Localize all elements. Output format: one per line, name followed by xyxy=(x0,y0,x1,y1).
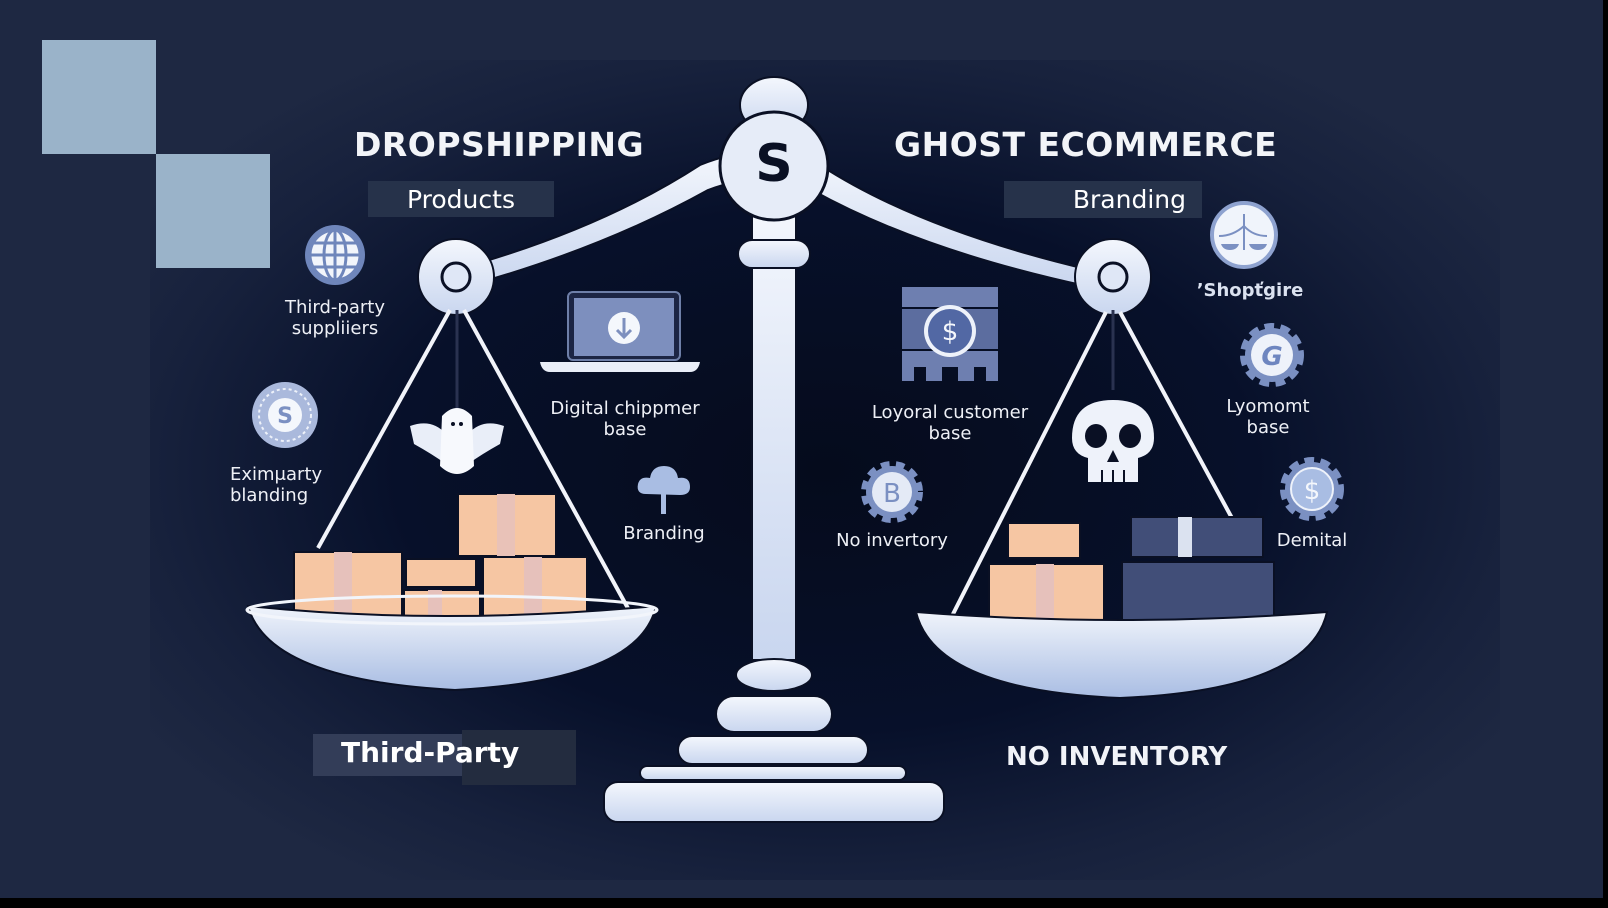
gear-b-icon: B xyxy=(861,461,923,523)
label-third-party-box-a xyxy=(313,734,463,776)
svg-text:S: S xyxy=(277,404,293,429)
title-dropshipping: DROPSHIPPING xyxy=(354,125,645,164)
caption-demital: Demital xyxy=(1276,530,1348,551)
caption-shoptgire: ʼShopťgire xyxy=(1196,280,1304,301)
caption-no-invertory: No invertory xyxy=(836,530,948,551)
svg-text:$: $ xyxy=(1304,476,1321,506)
decorative-square-bottom xyxy=(156,154,270,268)
label-third-party-box-b xyxy=(462,730,576,785)
label-third-party-text: Third-Party xyxy=(341,736,520,769)
label-branding: Branding xyxy=(1004,181,1202,218)
label-products: Products xyxy=(368,181,554,217)
coin-s-icon: S xyxy=(252,382,318,448)
gear-g-icon: G xyxy=(1240,323,1304,387)
gear-dollar-icon: $ xyxy=(1280,457,1344,521)
right-boxes xyxy=(988,516,1275,635)
label-no-inventory: NO INVENTORY xyxy=(1006,742,1228,772)
svg-text:$: $ xyxy=(942,317,959,347)
svg-text:B: B xyxy=(883,479,901,509)
label-branding-text: Branding xyxy=(1072,185,1186,214)
ghost-bird-icon xyxy=(410,408,504,474)
scale-badge-icon xyxy=(1210,201,1278,269)
caption-third-party-suppliers: Third-party suppliiers xyxy=(285,297,385,339)
decorative-square-top xyxy=(42,40,156,154)
center-dollar-emblem: S xyxy=(755,134,793,194)
caption-lyomomt-base: Lyomomt base xyxy=(1226,396,1310,438)
title-ghost-ecommerce: GHOST ECOMMERCE xyxy=(894,125,1278,164)
laptop-download-icon xyxy=(540,291,700,372)
dollar-store-icon: $ xyxy=(902,287,998,381)
label-products-text: Products xyxy=(407,184,515,214)
caption-eximparty-branding: Eximμarty blanding xyxy=(230,464,323,506)
caption-branding-left: Branding xyxy=(623,523,705,544)
globe-icon xyxy=(305,225,365,285)
svg-text:G: G xyxy=(1261,342,1282,372)
cloud-icon xyxy=(637,466,690,514)
caption-loyoral-customer-base: Loyoral customer base xyxy=(871,402,1029,444)
caption-digital-chippmer-base: Digital chippmer base xyxy=(550,398,700,440)
skull-icon xyxy=(1072,400,1154,482)
